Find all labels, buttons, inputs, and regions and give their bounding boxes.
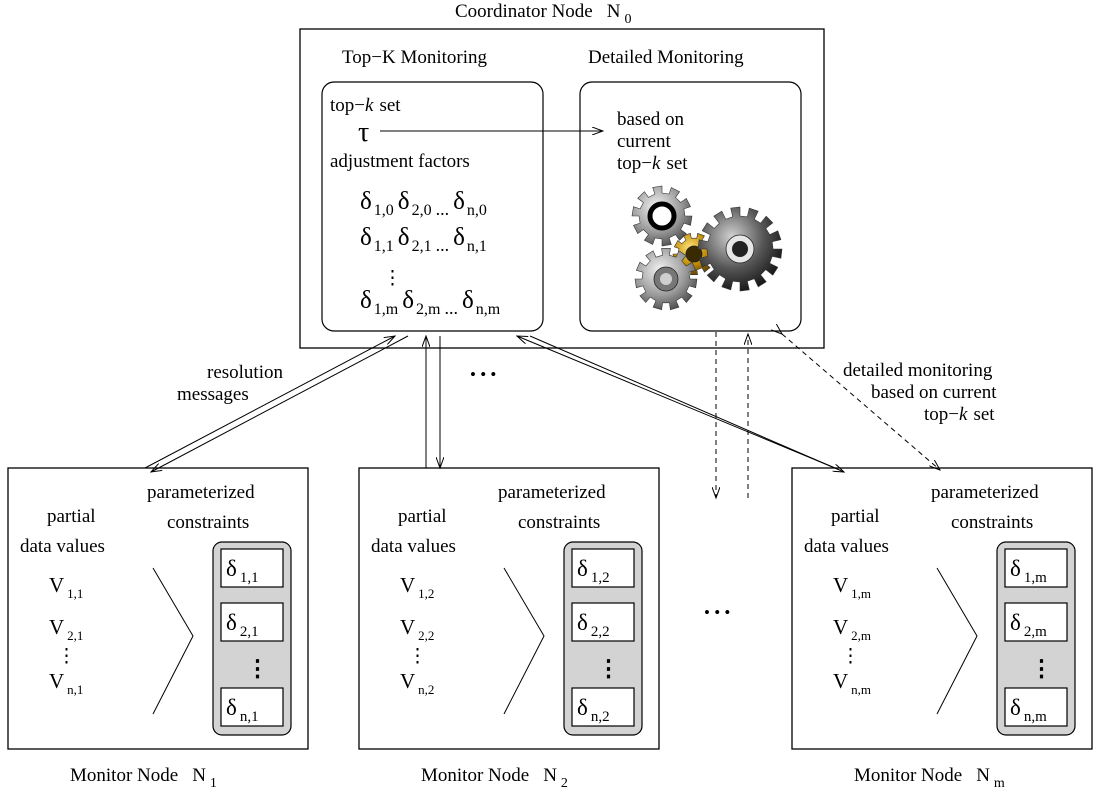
monitorm-to-coordinator-arrow xyxy=(517,336,836,469)
constraint-ellipsis: ⋮ xyxy=(1030,656,1053,681)
constraints-heading-line1: parameterized xyxy=(498,482,606,503)
gear-bottom-icon xyxy=(634,248,698,311)
gear-large-icon xyxy=(697,206,783,292)
constraint-box xyxy=(1004,548,1068,588)
vertical-ellipsis: ⋮ xyxy=(841,646,860,667)
monitor-node: parameterized constraints partial data valu… xyxy=(7,467,309,791)
monitor-node: parameterized constraints partial data valu… xyxy=(791,467,1093,791)
topk-panel xyxy=(321,81,544,332)
coordinator-node-box xyxy=(299,28,825,349)
values-heading-line1: partial xyxy=(831,506,880,527)
dashed-arrow-to-monitorm xyxy=(782,334,940,470)
gears-icon xyxy=(631,185,783,311)
resolution-label-line2: messages xyxy=(177,384,249,405)
monitor-node-box xyxy=(358,467,660,750)
topk-monitoring-heading: Top−K Monitoring xyxy=(342,47,488,68)
values-heading-line2: data values xyxy=(20,536,105,557)
constraint-box xyxy=(220,687,284,727)
detailed-monitoring-links xyxy=(716,332,940,498)
constraint-box xyxy=(571,687,635,727)
vertical-ellipsis: ⋮ xyxy=(383,268,402,289)
constraints-heading-line2: constraints xyxy=(167,512,249,533)
constraint-ellipsis: ⋮ xyxy=(246,656,269,681)
detail-text-line2: current xyxy=(617,131,672,152)
detail-text-line1: based on xyxy=(617,109,685,130)
monitor-nodes: parameterized constraints partial data valu… xyxy=(7,467,1093,791)
constraint-box xyxy=(1004,602,1068,642)
adjustment-factors-label: adjustment factors xyxy=(330,151,470,172)
resolution-label-line1: resolution xyxy=(207,362,283,383)
gear-small-icon xyxy=(631,185,693,247)
constraint-box xyxy=(220,548,284,588)
constraint-box xyxy=(220,602,284,642)
detailed-annotation-line1: detailed monitoring xyxy=(843,360,993,381)
constraints-heading-line1: parameterized xyxy=(931,482,1039,503)
connections xyxy=(144,335,844,472)
constraint-ellipsis: ⋮ xyxy=(597,656,620,681)
coordinator-to-monitor1-arrow xyxy=(151,335,409,472)
bottom-ellipsis: • • • xyxy=(704,603,730,622)
constraints-heading-line2: constraints xyxy=(518,512,600,533)
constraint-box xyxy=(1004,687,1068,727)
detailed-annotation-line2: based on current xyxy=(871,382,997,403)
detailed-monitoring-heading: Detailed Monitoring xyxy=(588,47,744,68)
vertical-ellipsis: ⋮ xyxy=(57,646,76,667)
mapping-chevron xyxy=(503,567,545,715)
constraint-box xyxy=(571,548,635,588)
mapping-chevron xyxy=(936,567,978,715)
monitor-node: parameterized constraints partial data valu… xyxy=(358,467,660,791)
monitor-node-box xyxy=(7,467,309,750)
values-heading-line2: data values xyxy=(804,536,889,557)
constraints-heading-line2: constraints xyxy=(951,512,1033,533)
constraints-heading-line1: parameterized xyxy=(147,482,255,503)
monitor-node-box xyxy=(791,467,1093,750)
top-ellipsis: • • • xyxy=(470,365,496,384)
monitor1-to-coordinator-arrow xyxy=(144,336,395,469)
tau-symbol: τ xyxy=(358,117,369,148)
values-heading-line1: partial xyxy=(398,506,447,527)
vertical-ellipsis: ⋮ xyxy=(408,646,427,667)
constraint-box xyxy=(571,602,635,642)
detail-panel xyxy=(579,81,802,332)
mapping-chevron xyxy=(152,567,194,715)
values-heading-line1: partial xyxy=(47,506,96,527)
values-heading-line2: data values xyxy=(371,536,456,557)
coordinator-to-monitorm-arrow xyxy=(529,335,844,472)
